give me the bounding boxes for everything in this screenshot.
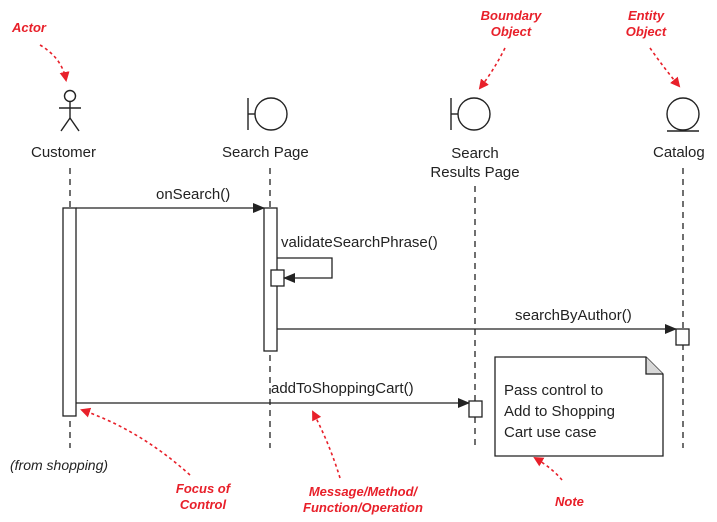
activation-catalog	[675, 328, 690, 346]
note-fold	[645, 357, 663, 375]
message-arrow-validate	[277, 257, 333, 283]
annotation-arrow-note	[533, 456, 563, 481]
actor-icon	[59, 89, 81, 132]
annotation-note: Note	[555, 494, 584, 509]
participant-label-customer: Customer	[31, 144, 97, 161]
annotation-boundary-object: Boundary Object	[480, 8, 542, 39]
participant-label-catalog: Catalog	[653, 144, 705, 161]
note-text: Pass control to Add to Shopping Cart use…	[504, 382, 615, 441]
message-label-validate: validateSearchPhrase()	[281, 234, 438, 251]
note-shape	[494, 356, 664, 457]
boundary-object-icon	[247, 97, 288, 131]
message-label-addtocart: addToShoppingCart()	[271, 380, 414, 397]
participant-label-search-results-page: Search Results Page	[430, 145, 520, 181]
activation-customer	[62, 207, 77, 417]
annotation-focus-of-control: Focus of Control	[175, 481, 231, 512]
boundary-object-icon	[450, 97, 491, 131]
from-label: (from shopping)	[10, 457, 109, 473]
annotation-arrow-focus	[80, 407, 191, 476]
annotation-actor: Actor	[12, 20, 46, 35]
participant-label-search-page: Search Page	[222, 144, 309, 161]
activation-self-call	[270, 269, 285, 287]
annotation-message: Message/Method/ Function/Operation	[303, 484, 423, 515]
annotation-entity-object: Entity Object	[625, 8, 667, 39]
entity-object-icon	[666, 97, 700, 132]
annotation-arrow-boundary	[478, 47, 506, 90]
activation-search-results	[468, 400, 483, 418]
annotation-arrow-message	[312, 410, 341, 479]
annotation-arrow-entity	[649, 47, 681, 88]
message-label-onsearch: onSearch()	[156, 186, 231, 203]
message-label-searchbyauthor: searchByAuthor()	[515, 307, 632, 324]
annotation-arrow-actor	[39, 44, 70, 82]
